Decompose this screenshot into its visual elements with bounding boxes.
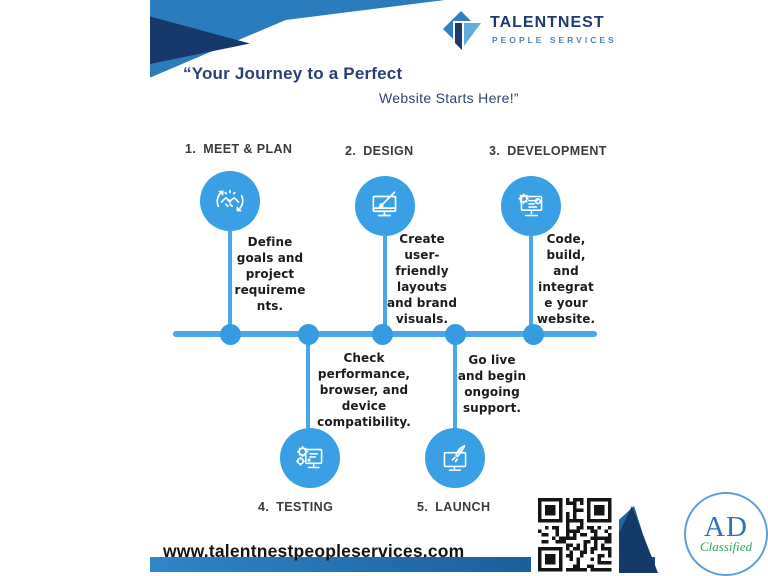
step-node-meet-plan	[200, 171, 260, 231]
ad-classified-badge: AD Classified	[684, 492, 768, 576]
step-header-launch: 5. LAUNCH	[417, 500, 490, 514]
step-node-design	[355, 176, 415, 236]
step-label: DEVELOPMENT	[507, 144, 607, 158]
timeline-dot-2	[298, 324, 319, 345]
step-number: 3.	[489, 144, 501, 158]
step-header-testing: 4. TESTING	[258, 500, 333, 514]
connector-line	[228, 230, 232, 334]
connector-line	[383, 235, 387, 334]
step-number: 4.	[258, 500, 270, 514]
timeline-dot-4	[445, 324, 466, 345]
handshake-sync-icon	[216, 189, 244, 212]
step-label: LAUNCH	[435, 500, 491, 514]
qr-code	[531, 496, 619, 574]
poster-title-line1: “Your Journey to a Perfect	[183, 64, 403, 83]
step-description-development: Code, build, and integrat e your website…	[536, 232, 596, 326]
badge-classified-text: Classified	[699, 539, 752, 554]
step-number: 2.	[345, 144, 357, 158]
step-node-development	[501, 176, 561, 236]
talentnest-logo: TALENTNEST PEOPLE SERVICES	[440, 6, 630, 58]
step-description-testing: Check performance, browser, and device c…	[317, 351, 411, 429]
timeline-dot-5	[523, 324, 544, 345]
timeline-dot-3	[372, 324, 393, 345]
design-monitor-icon	[372, 191, 397, 217]
step-node-testing	[280, 428, 340, 488]
rocket-monitor-icon	[443, 445, 467, 471]
step-label: DESIGN	[363, 144, 414, 158]
connector-line	[453, 334, 457, 430]
step-description-launch: Go live and begin ongoing support.	[457, 353, 527, 415]
timeline-dot-1	[220, 324, 241, 345]
step-header-design: 2. DESIGN	[345, 144, 414, 158]
code-monitor-icon	[518, 193, 543, 217]
connector-line	[529, 235, 533, 334]
step-header-meet-plan: 1. MEET & PLAN	[185, 142, 292, 156]
badge-ad-text: AD	[704, 511, 748, 543]
step-number: 5.	[417, 500, 429, 514]
step-label: TESTING	[276, 500, 334, 514]
step-label: MEET & PLAN	[203, 142, 293, 156]
step-header-development: 3. DEVELOPMENT	[489, 144, 607, 158]
logo-name: TALENTNEST	[490, 14, 605, 31]
step-number: 1.	[185, 142, 197, 156]
step-description-design: Create user- friendly layouts and brand …	[386, 232, 458, 326]
bottom-blue-strip	[150, 557, 655, 572]
website-url: www.talentnestpeopleservices.com	[163, 541, 465, 561]
step-node-launch	[425, 428, 485, 488]
gears-monitor-icon	[295, 446, 323, 469]
step-description-meet-plan: Define goals and project requireme nts.	[234, 235, 306, 313]
talentnest-logo-icon	[443, 11, 481, 50]
poster-title-line2: Website Starts Here!”	[379, 90, 519, 106]
logo-tagline: PEOPLE SERVICES	[492, 35, 617, 45]
connector-line	[306, 334, 310, 430]
